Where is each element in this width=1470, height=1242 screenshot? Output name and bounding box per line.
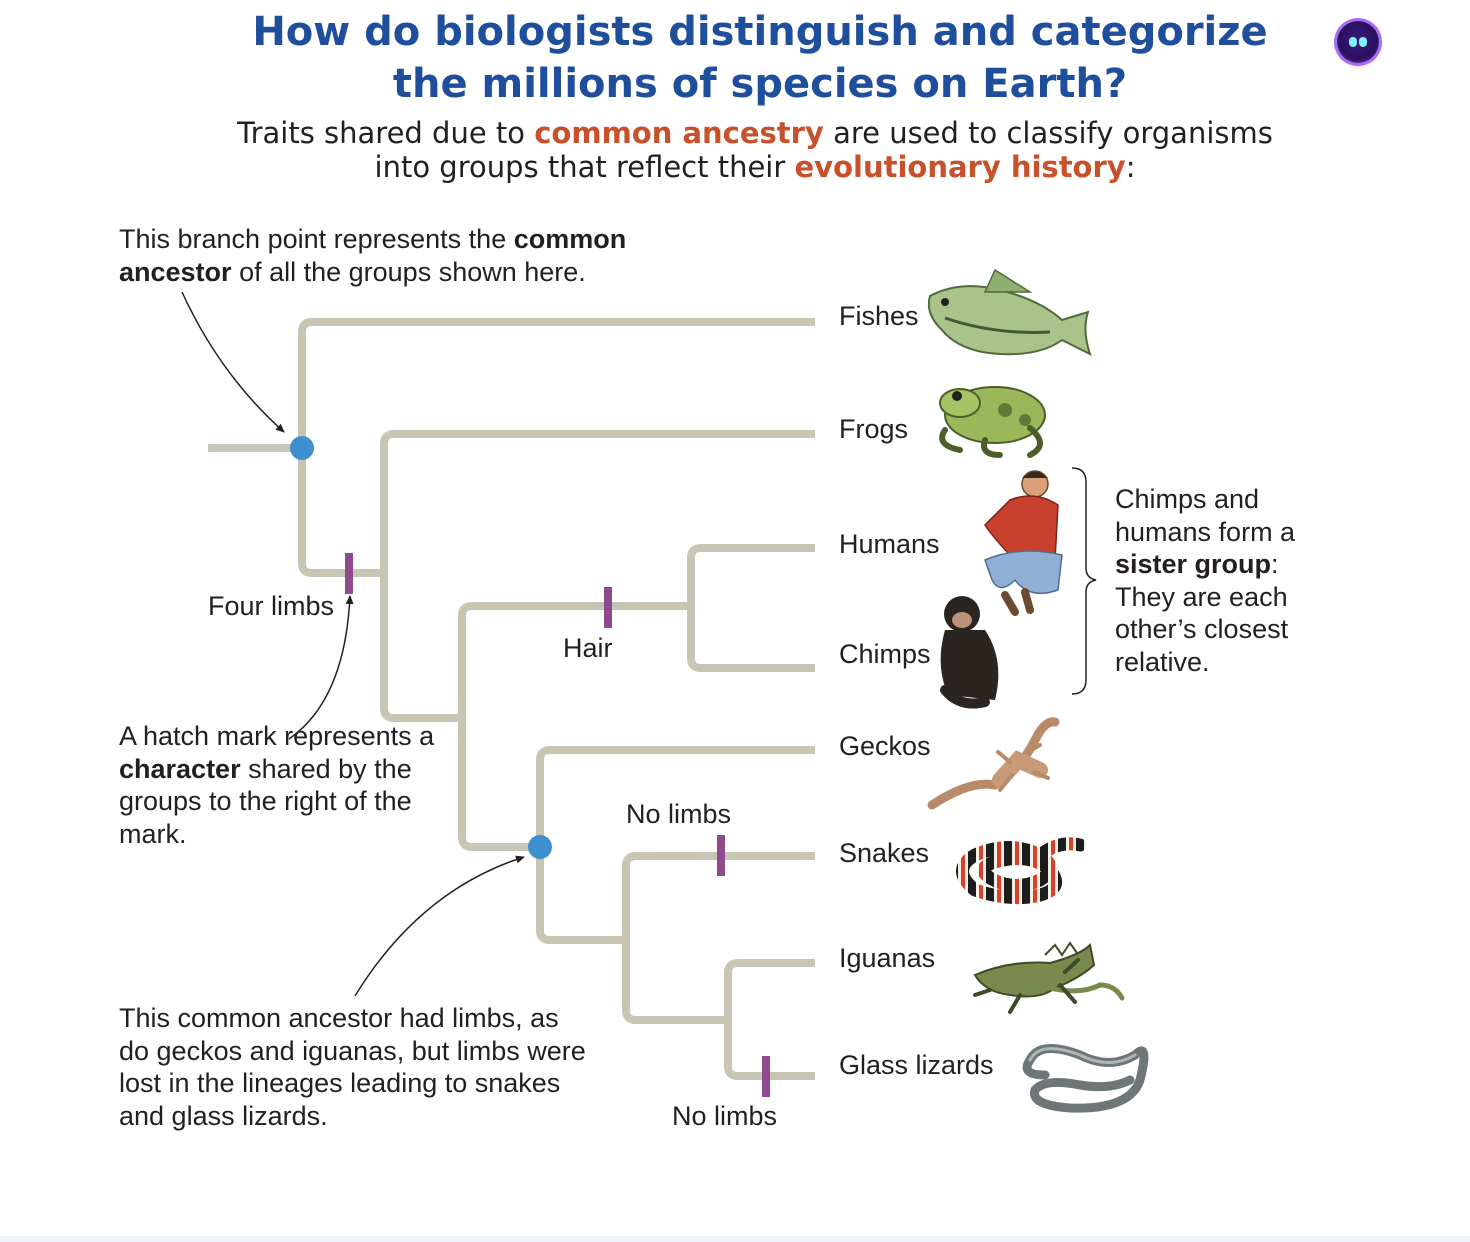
note-root-text-1: This branch point represents the	[119, 224, 514, 254]
taxon-fishes: Fishes	[839, 301, 919, 331]
label-no-limbs-glass-lizards: No limbs	[672, 1101, 778, 1131]
annotation-arrows	[181, 291, 1097, 997]
label-four-limbs: Four limbs	[208, 591, 335, 621]
hatch-no-limbs-snakes	[717, 835, 725, 876]
root-node	[290, 436, 314, 460]
note-hatch-bold: character	[119, 753, 241, 784]
arrow-root	[181, 291, 285, 433]
assistant-icon[interactable]	[1337, 21, 1379, 63]
taxon-geckos: Geckos	[839, 731, 931, 761]
subtitle-line-1: Traits shared due to common ancestry are…	[0, 116, 1470, 150]
hatch-no-limbs-glass-lizards	[762, 1056, 770, 1097]
note-sister-bold: sister group	[1115, 549, 1272, 579]
note-root-ancestor: This branch point represents the common …	[119, 223, 679, 288]
note-sister-text-1: Chimps and humans form a	[1115, 484, 1296, 547]
hatch-four-limbs	[345, 553, 353, 594]
branch-fishes	[298, 318, 815, 448]
glass-lizard-illustration	[1022, 1044, 1149, 1113]
label-no-limbs-snakes: No limbs	[626, 799, 732, 829]
tree-branches	[208, 318, 815, 1080]
title-line-2: the millions of species on Earth?	[392, 61, 1128, 107]
human-illustration	[984, 470, 1063, 616]
gecko-illustration	[927, 717, 1060, 810]
taxon-humans: Humans	[839, 529, 940, 559]
note-hatch-text-1: A hatch mark represents a	[119, 721, 435, 751]
hatch-marks	[345, 553, 770, 1097]
iguana-illustration	[973, 941, 1125, 1014]
branch-glass-lizards	[724, 1020, 815, 1080]
taxon-frogs: Frogs	[839, 414, 909, 444]
branch-reptiles	[458, 718, 540, 851]
bottom-bar	[0, 1236, 1470, 1242]
branch-chimps	[687, 606, 815, 672]
note-limb-loss: This common ancestor had limbs, as do ge…	[119, 1003, 586, 1131]
hatch-hair	[604, 587, 612, 628]
branch-squamate-inner	[536, 847, 626, 944]
note-sister-text-2: : They are each other’s closest relative…	[1115, 549, 1289, 677]
fish-illustration	[927, 268, 1092, 356]
branch-iguanas	[724, 959, 815, 1020]
taxon-snakes: Snakes	[839, 838, 930, 868]
arrow-hatch	[288, 595, 354, 740]
subtitle-text-4: :	[1125, 150, 1136, 184]
subtitle-text-2: are used to classify organisms	[823, 116, 1273, 150]
branch-amniotes	[380, 573, 462, 722]
note-root-bold: common ancestor	[119, 224, 627, 287]
nodes	[290, 436, 552, 859]
branch-geckos	[536, 746, 815, 847]
note-hatch-mark: A hatch mark represents a character shar…	[119, 720, 439, 850]
branch-tetrapods	[298, 448, 384, 577]
common-ancestry-highlight: common ancestry	[534, 116, 824, 150]
arrow-ancestor	[354, 855, 525, 997]
taxon-glass-lizards: Glass lizards	[839, 1050, 994, 1080]
evolutionary-history-highlight: evolutionary history	[794, 150, 1126, 184]
note-root-text-2: of all the groups shown here.	[231, 256, 586, 287]
reptile-ancestor-node	[528, 835, 552, 859]
page-title: How do biologists distinguish and catego…	[0, 6, 1470, 110]
taxon-chimps: Chimps	[839, 639, 931, 669]
sister-group-brace	[1071, 467, 1097, 695]
branch-frogs	[380, 430, 815, 573]
label-hair: Hair	[563, 633, 613, 663]
subtitle-line-2: into groups that reflect their evolution…	[0, 150, 1470, 184]
frog-illustration	[939, 386, 1046, 458]
subtitle: Traits shared due to common ancestry are…	[0, 116, 1470, 184]
snake-illustration	[956, 837, 1087, 905]
branch-mammals	[458, 602, 691, 718]
title-line-1: How do biologists distinguish and catego…	[252, 9, 1268, 55]
chimp-illustration	[940, 596, 999, 709]
taxon-iguanas: Iguanas	[839, 943, 936, 973]
branch-humans	[687, 544, 815, 606]
note-hatch-text-2: shared by the groups to the right of the…	[119, 753, 412, 849]
assistant-eye-right	[1359, 37, 1367, 47]
note-sister-group: Chimps and humans form a sister group: T…	[1115, 483, 1335, 678]
branch-snakes	[622, 852, 815, 940]
branch-lizards	[622, 940, 728, 1024]
subtitle-text-3: into groups that reflect their	[374, 150, 795, 184]
subtitle-text-1: Traits shared due to	[237, 116, 535, 150]
assistant-eye-left	[1349, 37, 1357, 47]
